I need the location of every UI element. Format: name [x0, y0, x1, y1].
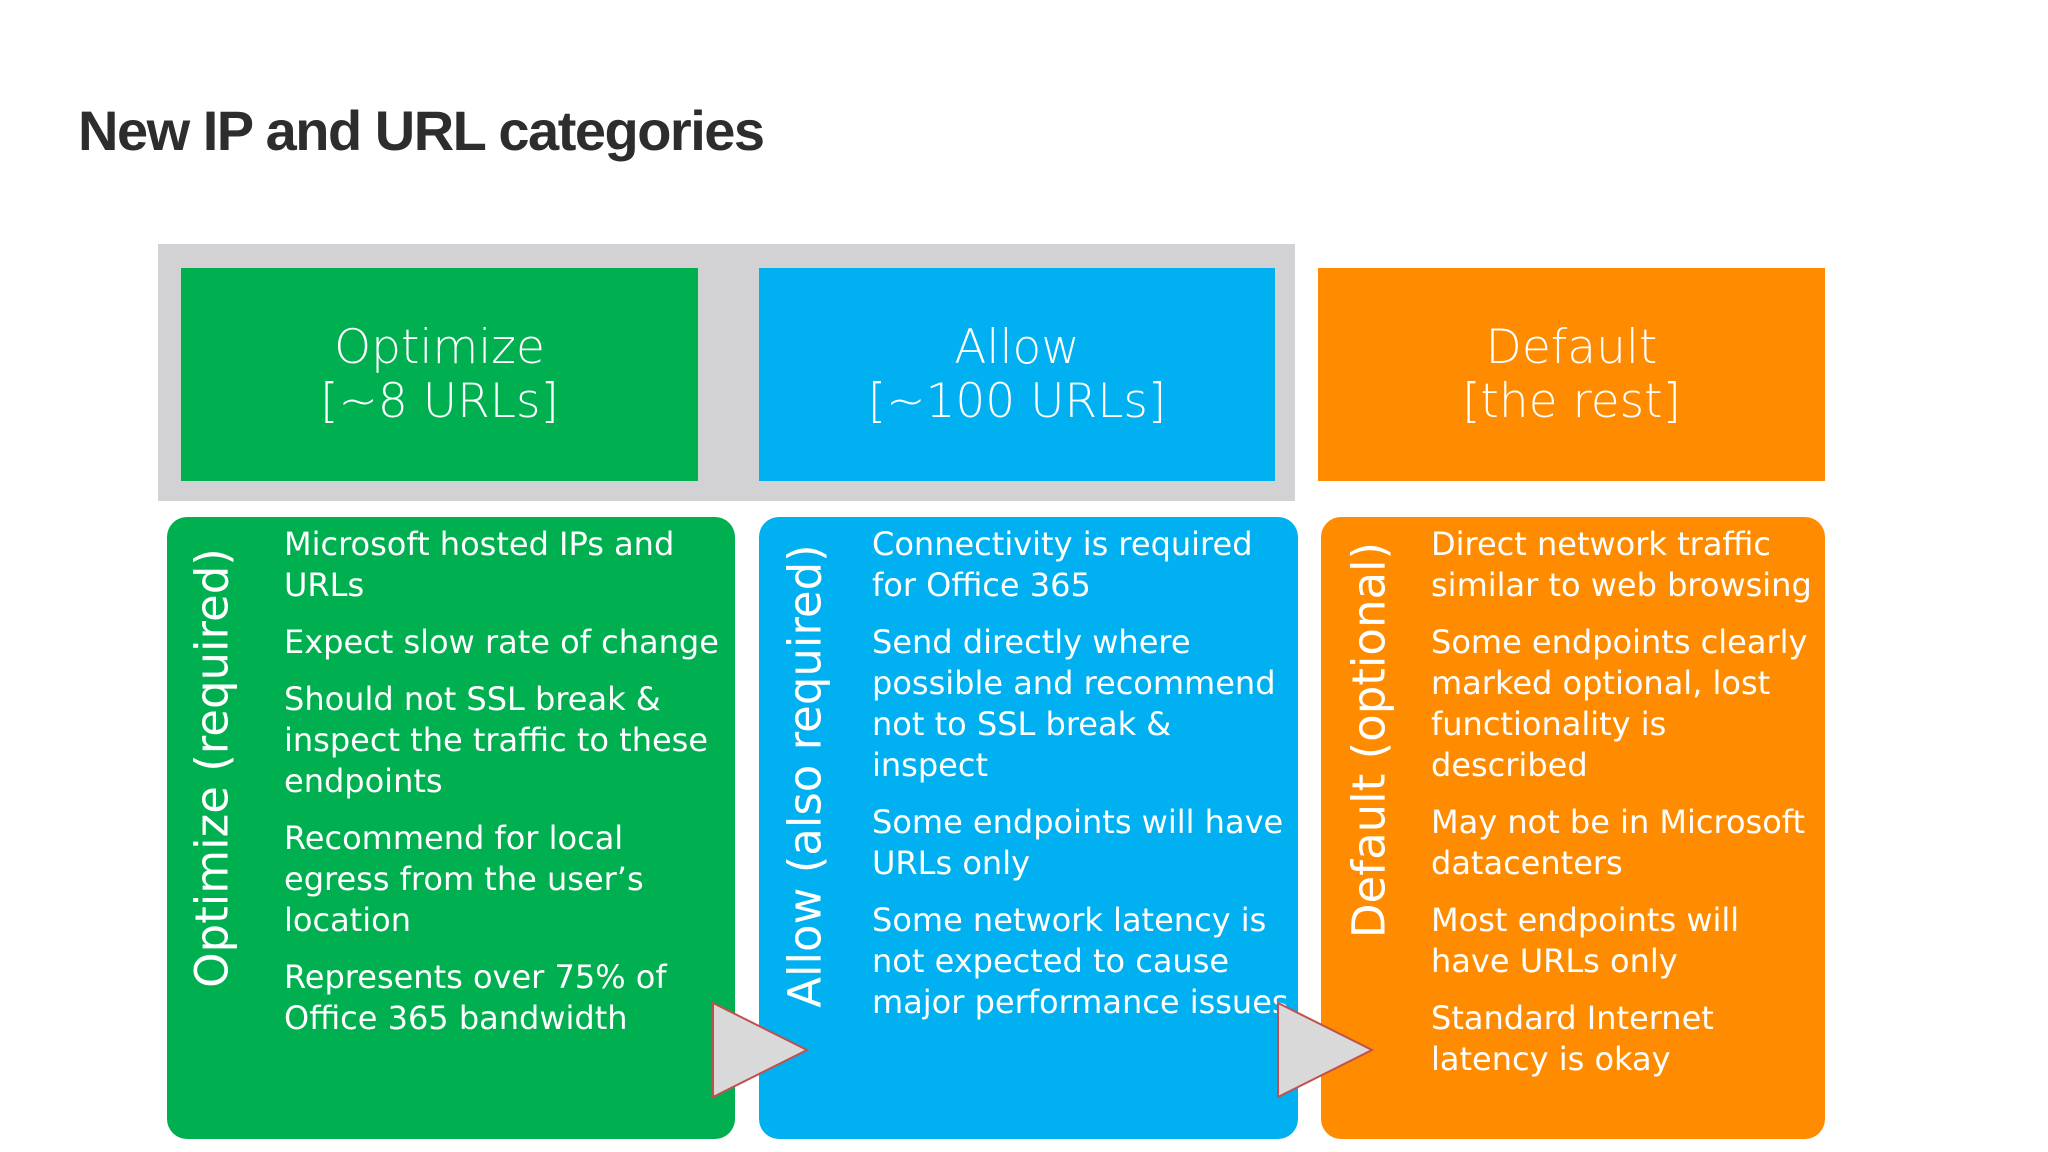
allow-bullets: Connectivity is required for Office 365 … — [872, 524, 1292, 1039]
allow-header-count: [~100 URLs] — [867, 373, 1167, 429]
list-item: Some endpoints will have URLs only — [872, 803, 1284, 882]
list-item: Standard Internet latency is okay — [1431, 999, 1714, 1078]
list-item: Microsoft hosted IPs and URLs — [284, 525, 675, 604]
list-item: Recommend for local egress from the user… — [284, 819, 644, 939]
list-item: Direct network traffic similar to web br… — [1431, 525, 1812, 604]
default-bullets: Direct network traffic similar to web br… — [1431, 524, 1821, 1096]
list-item: Most endpoints will have URLs only — [1431, 901, 1740, 980]
allow-card — [759, 517, 1298, 1139]
list-item: May not be in Microsoft datacenters — [1431, 803, 1806, 882]
slide-title: New IP and URL categories — [78, 99, 765, 162]
allow-vertical-label: Allow (also required) — [778, 544, 832, 1008]
default-vertical-label: Default (optional) — [1342, 541, 1396, 939]
optimize-card — [167, 517, 735, 1139]
list-item: Expect slow rate of change — [284, 623, 719, 661]
list-item: Connectivity is required for Office 365 — [872, 525, 1253, 604]
optimize-header: Optimize [~8 URLs] — [181, 268, 698, 481]
arrow-right-icon — [712, 1001, 810, 1099]
default-header-title: Default — [1485, 319, 1658, 375]
default-card — [1321, 517, 1825, 1139]
default-header: Default [the rest] — [1318, 268, 1825, 481]
list-item: Send directly where possible and recomme… — [872, 623, 1276, 784]
default-header-count: [the rest] — [1462, 373, 1681, 429]
allow-header: Allow [~100 URLs] — [759, 268, 1275, 481]
optimize-header-count: [~8 URLs] — [320, 373, 559, 429]
list-item: Should not SSL break & inspect the traff… — [284, 680, 709, 800]
optimize-vertical-label: Optimize (required) — [185, 548, 239, 988]
allow-header-title: Allow — [954, 319, 1080, 375]
optimize-bullets: Microsoft hosted IPs and URLs Expect slo… — [284, 524, 724, 1055]
list-item: Represents over 75% of Office 365 bandwi… — [284, 958, 667, 1037]
list-item: Some network latency is not expected to … — [872, 901, 1289, 1021]
arrow-right-icon — [1277, 1001, 1375, 1099]
optimize-header-title: Optimize — [334, 319, 545, 375]
list-item: Some endpoints clearly marked optional, … — [1431, 623, 1808, 784]
